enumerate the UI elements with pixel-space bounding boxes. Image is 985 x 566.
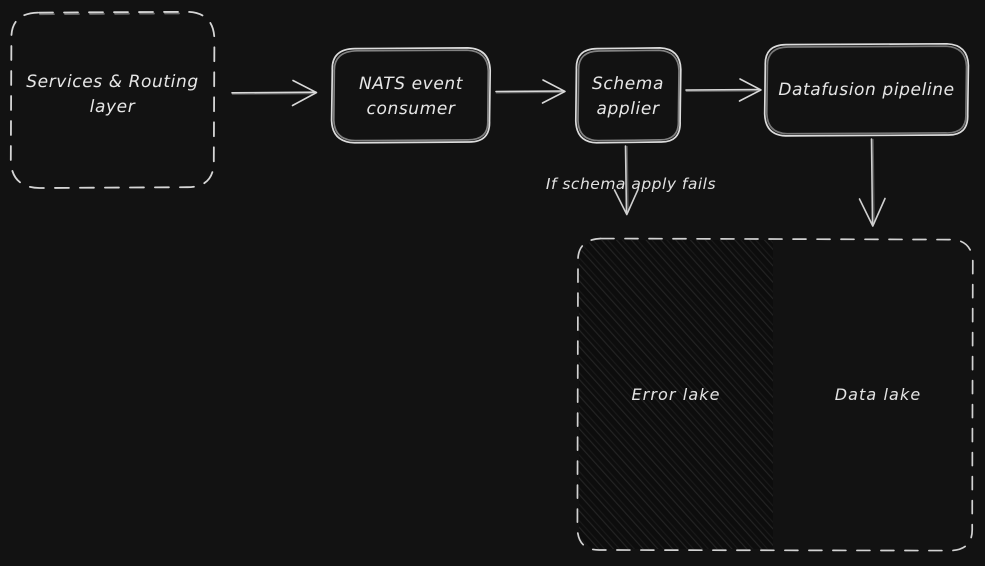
arrow-nats-to-schema	[495, 79, 566, 104]
services-routing-layer-outline	[9, 10, 216, 189]
data-lake-label: Data lake	[834, 385, 922, 404]
arrow-schema-to-datafusion	[685, 78, 762, 102]
lakes-container-outline	[576, 237, 974, 552]
arrow-datafusion-to-data-lake	[858, 138, 886, 227]
error-lake-label: Error lake	[631, 385, 721, 404]
schema-applier-outline	[574, 47, 682, 144]
arrow-schema-to-error-lake	[613, 145, 639, 216]
datafusion-pipeline-outline	[763, 42, 970, 137]
arrow-services-to-nats	[231, 79, 318, 107]
nats-event-consumer-outline	[330, 47, 492, 144]
edge-label-if-schema-apply-fails: If schema apply fails	[545, 175, 717, 193]
error-lake-hatch-fill	[579, 240, 773, 549]
